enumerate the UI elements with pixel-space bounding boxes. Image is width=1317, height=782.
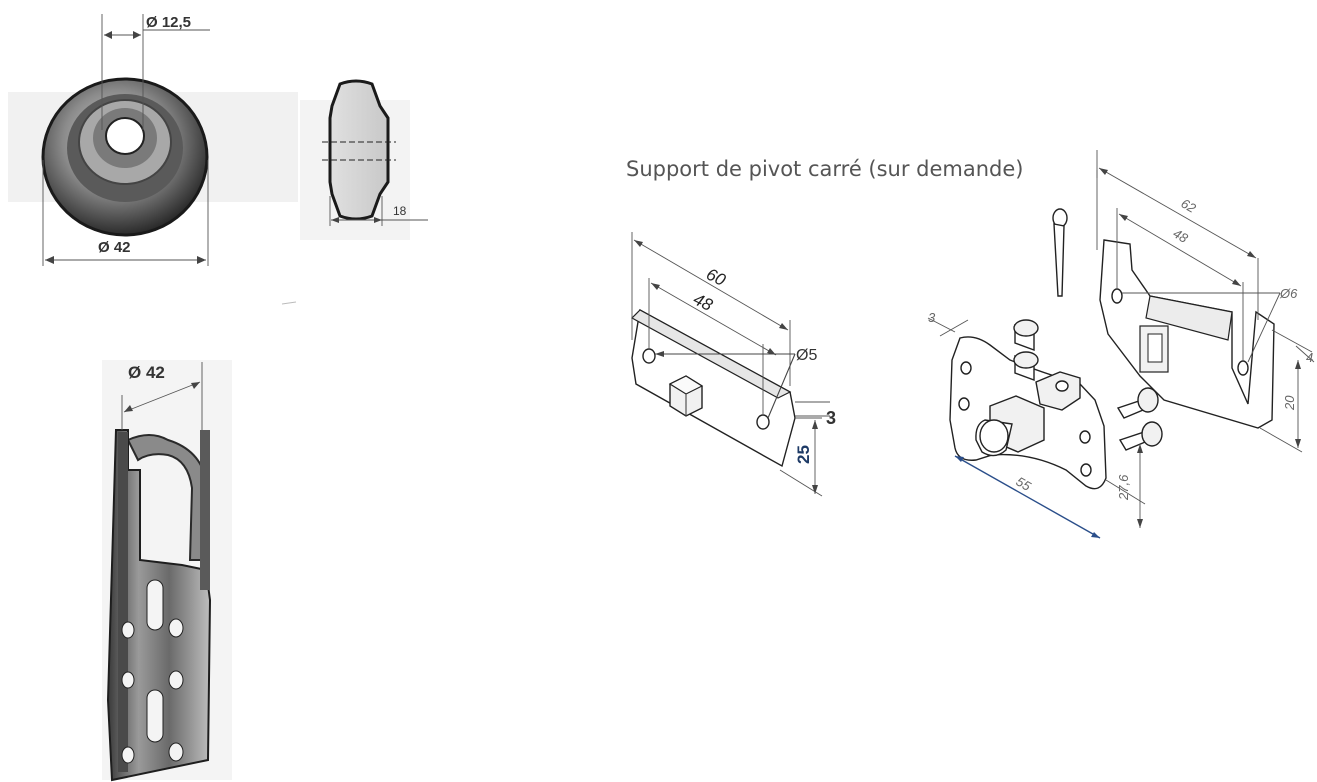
wheel-outer-diameter-label: Ø 42 xyxy=(98,239,131,256)
square-pivot-title: Support de pivot carré (sur demande) xyxy=(626,157,1024,181)
bearing-wheel: Ø 12,5 Ø 42 xyxy=(8,14,298,266)
plate-hole-spacing-label: 48 xyxy=(690,290,716,316)
u-bracket-hole-diameter-label: Ø6 xyxy=(1279,286,1298,301)
wheel-profile: 18 xyxy=(300,79,428,240)
bracket-diameter-label: Ø 42 xyxy=(128,363,165,382)
u-bracket-height-label: 20 xyxy=(1282,395,1297,411)
wheel-bracket: Ø 42 xyxy=(102,360,232,782)
assembly-thickness-label: 3 xyxy=(928,310,936,325)
screws xyxy=(1013,319,1163,451)
u-bracket-thickness-label: 4 xyxy=(1306,350,1313,365)
split-pin xyxy=(1052,208,1068,297)
flat-pivot-plate: 60 48 Ø5 3 25 xyxy=(631,232,836,497)
u-bracket-length-label: 62 xyxy=(1179,196,1200,217)
plate-thickness-label: 3 xyxy=(826,408,836,428)
wheel-width-label: 18 xyxy=(393,204,407,218)
plate-length-label: 60 xyxy=(703,265,729,291)
wheel-bore-diameter-label: Ø 12,5 xyxy=(146,14,191,31)
pivot-plate-assembly: 3 55 27,6 xyxy=(927,310,1163,539)
u-bracket-hole-spacing-label: 48 xyxy=(1171,226,1192,247)
plate-hole-diameter-label: Ø5 xyxy=(796,347,817,364)
plate-height-label: 25 xyxy=(794,445,813,464)
u-bracket: 62 48 Ø6 4 20 xyxy=(1096,167,1315,453)
assembly-height-label: 27,6 xyxy=(1116,474,1131,501)
